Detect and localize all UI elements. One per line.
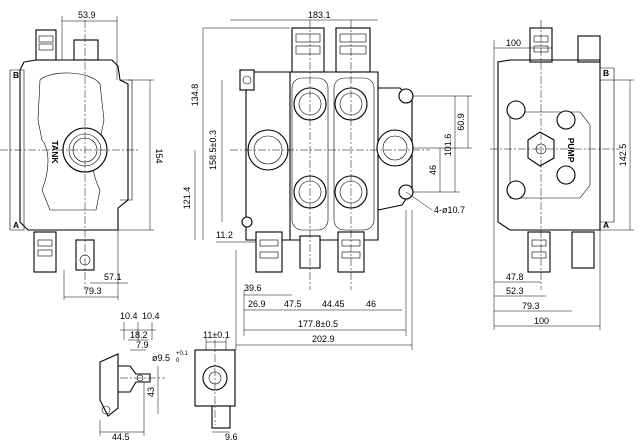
front-view: [194, 19, 472, 350]
detail-handle-view: [99, 322, 165, 436]
detail-height-dim: 43: [146, 387, 156, 397]
left-label-b: B: [13, 70, 19, 80]
front-b6-dim: 202.9: [312, 334, 335, 344]
detail-hole-tol-lower: 0: [176, 358, 180, 364]
detail-dim-t1: 10.4: [120, 311, 138, 321]
right-b2-dim: 52.3: [506, 286, 524, 296]
front-b2-dim: 47.5: [284, 299, 302, 309]
detail-base-dim: 44.5: [112, 432, 130, 442]
front-396-dim: 39.6: [244, 283, 262, 293]
tank-label: TANK: [50, 141, 60, 165]
detail-block-top-dim: 11±0.1: [203, 330, 230, 340]
front-b4-dim: 46: [366, 299, 376, 309]
right-right-dim: 142.5: [618, 144, 628, 167]
front-112-dim: 11.2: [216, 230, 233, 240]
right-label-a: A: [603, 220, 609, 230]
detail-hole-tol: +0.1: [176, 351, 189, 357]
left-label-a: A: [13, 220, 19, 230]
front-b3-dim: 44.45: [322, 299, 345, 309]
front-b5-dim: 177.8±0.5: [298, 319, 338, 329]
left-bottom-dim-1: 57.1: [104, 272, 122, 282]
left-top-dim: 53.9: [78, 10, 96, 20]
right-b1-dim: 47.8: [506, 272, 524, 282]
right-top-dim: 100: [506, 38, 521, 48]
front-top-dim: 183.1: [308, 10, 331, 20]
detail-block-view: [194, 338, 236, 433]
front-h3-dim: 121.4: [182, 187, 192, 210]
front-r2-dim: 101.6: [443, 134, 453, 157]
right-b4-dim: 100: [534, 316, 549, 326]
front-h1-dim: 134.8: [190, 84, 200, 107]
detail-block-base-dim: 9.6: [225, 432, 238, 442]
right-label-b: B: [603, 68, 609, 78]
left-bottom-dim-2: 79.3: [84, 286, 102, 296]
pump-label: PUMP: [566, 138, 576, 163]
right-b3-dim: 79.3: [522, 301, 540, 311]
front-r3-dim: 46: [428, 165, 438, 175]
detail-dim-t4: 7.9: [136, 340, 149, 350]
front-b1-dim: 26.9: [248, 299, 266, 309]
left-right-dim: 154: [154, 148, 164, 163]
front-r1-dim: 60.9: [456, 113, 466, 131]
detail-dim-t3: 18.2: [130, 330, 148, 340]
left-side-view: [0, 16, 154, 300]
detail-hole-dim: ø9.5: [152, 353, 170, 363]
front-holes-dim: 4-ø10.7: [434, 205, 465, 215]
detail-dim-t2: 10.4: [142, 311, 160, 321]
front-h2-dim: 158.5±0.3: [208, 130, 218, 170]
right-side-view: [490, 20, 634, 330]
